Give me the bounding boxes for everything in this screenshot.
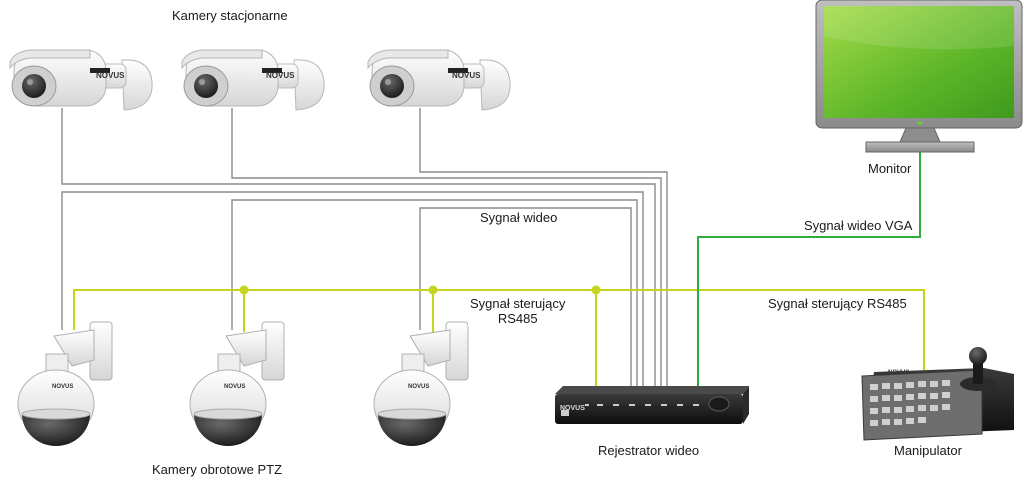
video-cable-ptz-3 [419,207,632,386]
label-control-signal: Sygnał sterujący RS485 [468,296,568,326]
fixed-camera-3 [367,49,511,111]
ptz-camera-2 [189,321,285,446]
label-video-vga: Sygnał wideo VGA [802,218,915,233]
video-cable-fixed-1 [61,108,656,386]
fixed-camera-1 [9,49,153,111]
video-cable-fixed-3 [419,108,668,386]
control-cables [73,289,925,386]
video-recorder [555,386,749,424]
label-ptz-cameras: Kamery obrotowe PTZ [150,462,285,477]
label-control-signal-line2: RS485 [497,311,538,326]
video-cables [61,108,668,386]
video-cable-ptz-2 [231,199,638,386]
rs485-bus [73,289,925,380]
vga-cable [697,152,921,386]
video-cable-fixed-2 [231,108,662,386]
junction-dot [428,285,438,295]
brand-logo: NOVUS [52,384,73,390]
label-control-signal-line1: Sygnał sterujący [470,296,566,311]
ptz-keyboard-manipulator [861,347,1014,441]
brand-logo: NOVUS [96,71,125,80]
junction-dot [239,285,249,295]
brand-logo: NOVUS [452,71,481,80]
brand-logo: NOVUS [408,384,429,390]
label-control-rs485: Sygnał sterujący RS485 [766,296,909,311]
brand-logo: NOVUS [888,370,909,376]
rs485-junctions [239,285,601,295]
brand-logo: NOVUS [560,405,585,412]
ptz-camera-3 [373,321,469,446]
label-monitor: Monitor [866,161,914,176]
brand-logo: NOVUS [266,71,295,80]
label-fixed-cameras: Kamery stacjonarne [170,8,290,23]
brand-logo: NOVUS [224,384,245,390]
label-video-signal: Sygnał wideo [478,210,560,225]
ptz-camera-1 [17,321,113,446]
label-keyboard: Manipulator [892,443,964,458]
fixed-camera-2 [181,49,325,111]
label-recorder: Rejestrator wideo [596,443,702,458]
monitor [815,0,1023,153]
junction-dot [591,285,601,295]
